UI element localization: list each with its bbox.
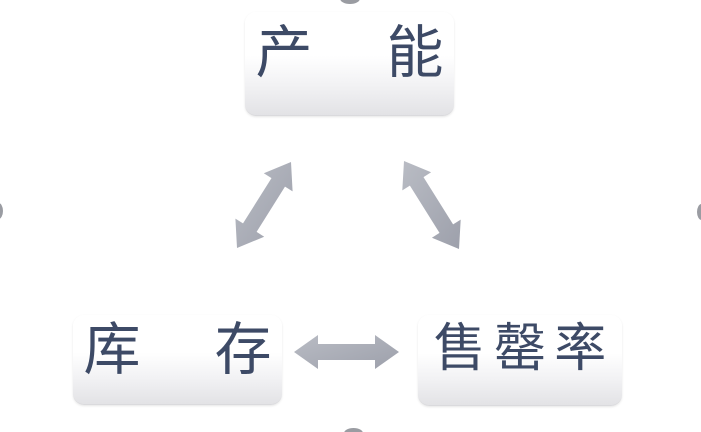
node-inventory-label: 库存	[83, 318, 346, 382]
node-capacity-label: 产能	[255, 21, 518, 85]
cropped-dot-top	[340, 0, 360, 4]
arrow-capacity-sellthrough	[402, 161, 461, 249]
node-sell-through: 售罄率	[418, 315, 622, 406]
cropped-dot-bottom	[344, 428, 363, 432]
cropped-dot-right	[697, 204, 701, 220]
node-sell-through-label: 售罄率	[433, 320, 615, 378]
node-capacity: 产能	[245, 12, 454, 116]
node-inventory: 库存	[73, 315, 282, 405]
arrow-capacity-inventory	[235, 162, 293, 248]
cropped-dot-left	[0, 203, 3, 219]
